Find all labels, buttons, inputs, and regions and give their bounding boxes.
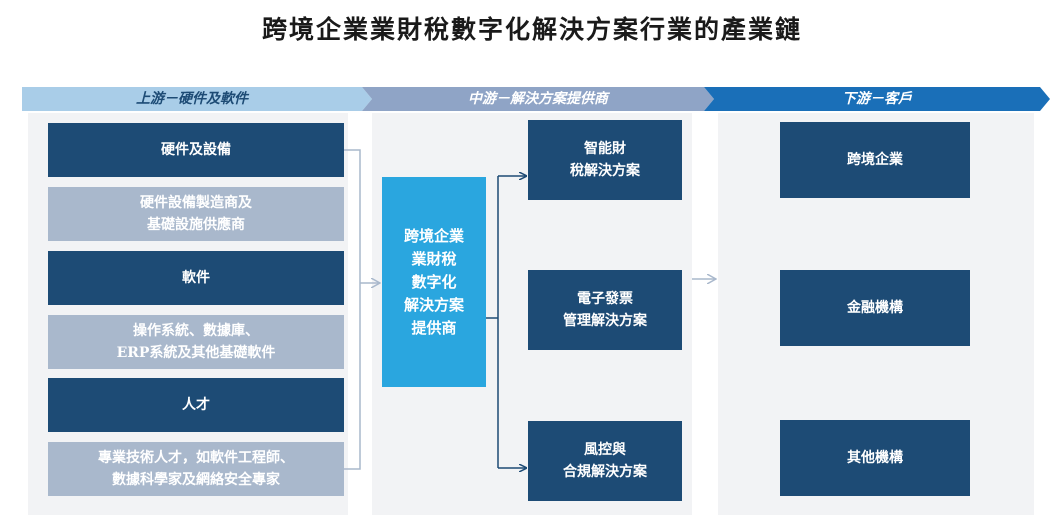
solution-box-einvoice: 電子發票 管理解決方案	[528, 270, 682, 350]
upstream-box-talent: 人才	[48, 378, 344, 432]
upstream-box-hardware: 硬件及設備	[48, 123, 344, 177]
upstream-box-software: 軟件	[48, 251, 344, 305]
stage-label-midstream: 中游－解決方案提供商	[468, 91, 608, 107]
stage-label-upstream: 上游－硬件及軟件	[136, 91, 248, 107]
stage-label-downstream: 下游－客戶	[842, 91, 912, 107]
stage-chevron-downstream	[704, 87, 1050, 111]
customer-box-cross-border: 跨境企業	[780, 122, 970, 198]
page-title: 跨境企業業財稅數字化解決方案行業的產業鏈	[261, 15, 802, 44]
solution-box-risk-compliance: 風控與 合規解決方案	[528, 421, 682, 501]
customer-box-other: 其他機構	[780, 420, 970, 496]
upstream-box-software-types: 操作系統、數據庫、 ERP系統及其他基礎軟件	[48, 315, 344, 369]
customer-box-financial: 金融機構	[780, 270, 970, 346]
stage-chevron-midstream	[362, 87, 714, 111]
stage-chevron-upstream	[22, 87, 372, 111]
upstream-box-hardware-suppliers: 硬件設備製造商及 基礎設施供應商	[48, 187, 344, 241]
solution-box-tax: 智能財 稅解決方案	[528, 120, 682, 200]
midstream-center-box: 跨境企業 業財稅 數字化 解決方案 提供商	[382, 177, 486, 387]
upstream-box-talent-types: 專業技術人才，如軟件工程師、 數據科學家及網絡安全專家	[48, 442, 344, 496]
